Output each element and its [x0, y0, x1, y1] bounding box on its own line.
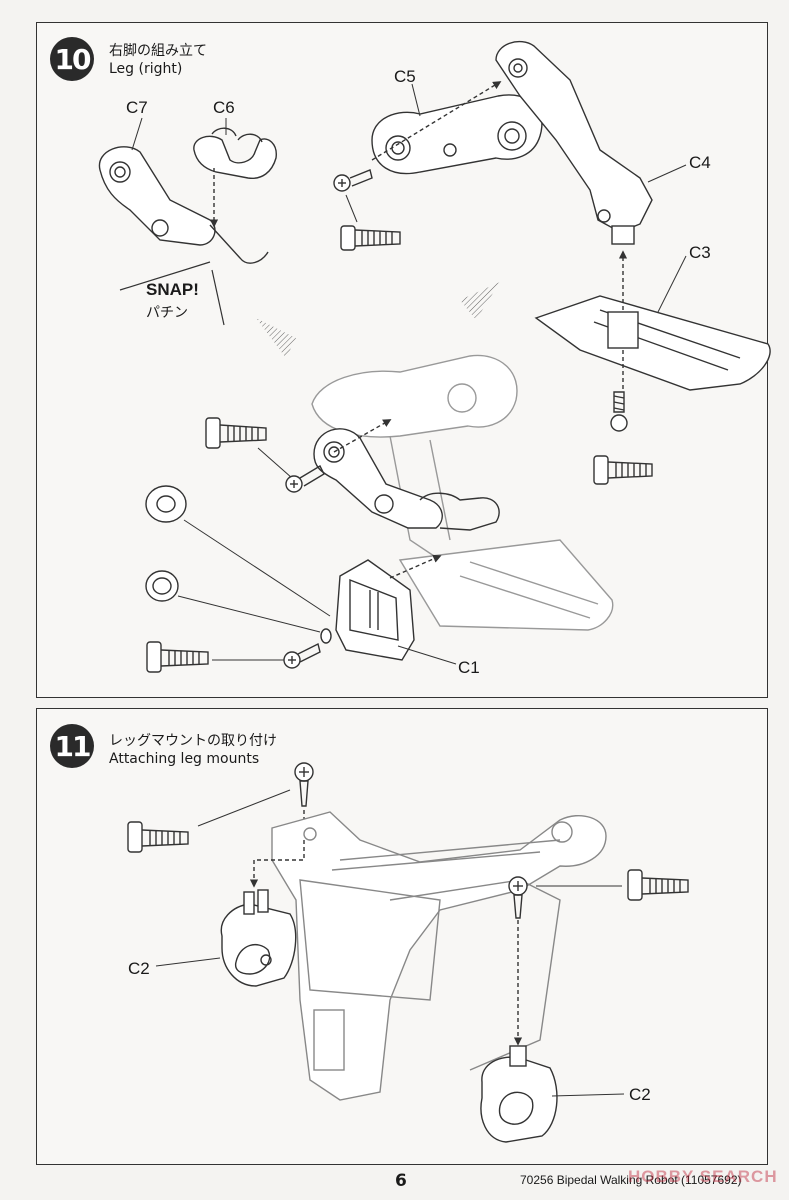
- assembled-leg: [311, 354, 614, 631]
- step-10-badge: 10: [50, 37, 94, 81]
- label-c3: C3: [689, 243, 711, 262]
- screw-11-right: [508, 876, 528, 919]
- screw-bottom: [283, 642, 321, 669]
- screw-11-flat-left: [127, 821, 189, 853]
- part-c2-left: [220, 889, 297, 987]
- label-c1: C1: [458, 658, 480, 677]
- page-number: 6: [395, 1171, 407, 1191]
- screw-flat-3: [205, 417, 267, 449]
- part-c7: [98, 146, 269, 264]
- screw-flat-4: [146, 641, 209, 673]
- step-10-title-en: Leg (right): [109, 61, 183, 77]
- washer-large: [145, 485, 187, 523]
- screw-11-flat-right: [627, 869, 689, 901]
- screw-c5: [333, 169, 373, 192]
- part-c3: [534, 295, 771, 391]
- snap-label: SNAP!: [146, 280, 199, 299]
- label-c2-right: C2: [629, 1085, 651, 1104]
- step-11-title-jp: レッグマウントの取り付け: [109, 733, 277, 749]
- footer-doc-info: 70256 Bipedal Walking Robot (11057692): [520, 1173, 742, 1187]
- screw-flat-2: [593, 455, 653, 485]
- screw-foot: [610, 391, 628, 432]
- watermark: HOBBY SEARCH: [628, 1167, 778, 1186]
- label-c7: C7: [126, 98, 148, 117]
- label-c4: C4: [689, 153, 711, 172]
- part-c4: [495, 41, 653, 245]
- screw-flat-1: [340, 225, 401, 251]
- part-c2-right: [480, 1045, 558, 1143]
- washer-small: [145, 570, 179, 602]
- assembled-c7: [313, 428, 500, 531]
- robot-body: [271, 811, 607, 1101]
- step-11-title-en: Attaching leg mounts: [109, 751, 260, 767]
- label-c2-left: C2: [128, 959, 150, 978]
- part-c1: [335, 559, 415, 661]
- step-10-title-jp: 右脚の組み立て: [109, 43, 207, 59]
- screw-11-top: [294, 762, 314, 807]
- label-c5: C5: [394, 67, 416, 86]
- label-c6: C6: [213, 98, 235, 117]
- snap-label-jp: パチン: [146, 305, 188, 321]
- part-c5: [371, 94, 543, 175]
- step-11-badge: 11: [50, 724, 94, 768]
- screw-mid: [285, 465, 325, 493]
- part-c6: [193, 127, 277, 179]
